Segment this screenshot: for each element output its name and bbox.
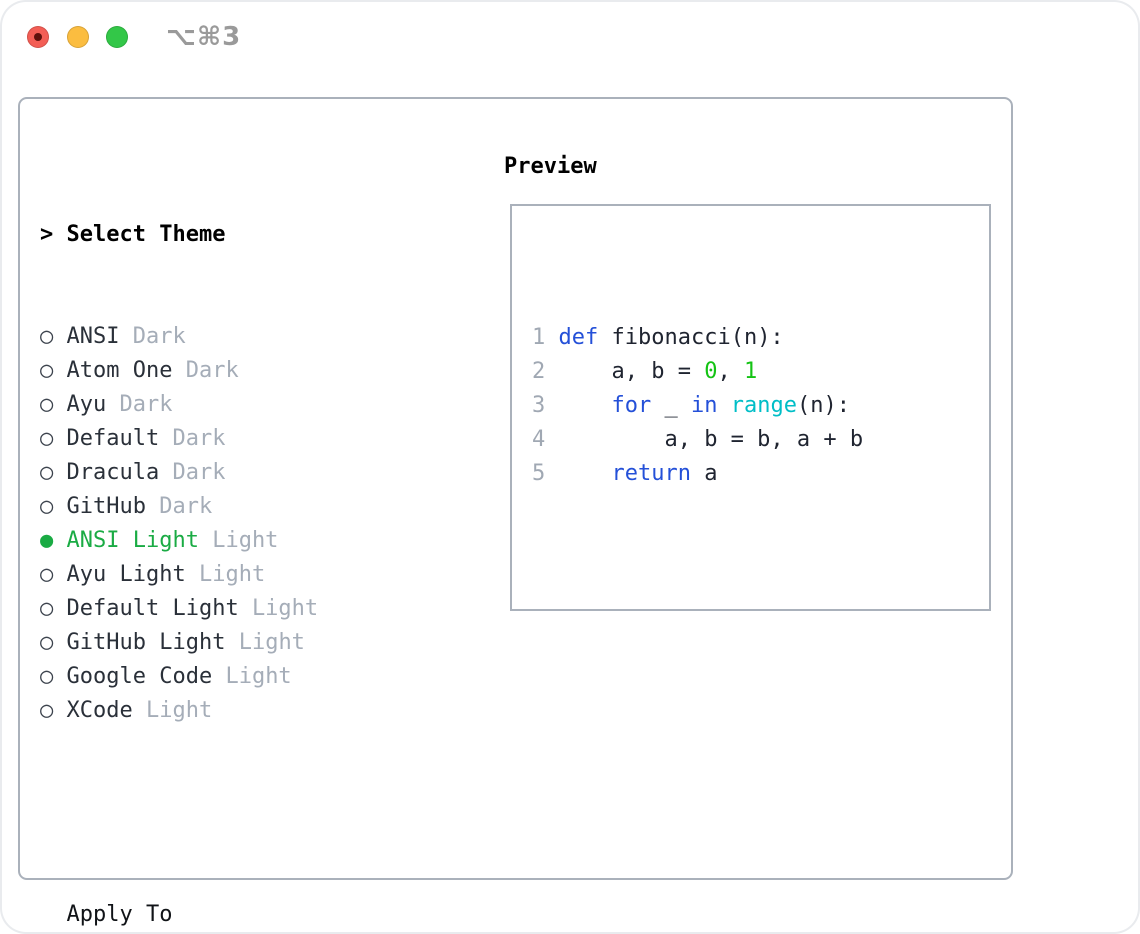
code-line: 2 a, b = 0, 1 (532, 355, 989, 389)
select-theme-title-label: Select Theme (66, 222, 226, 247)
theme-option-default[interactable]: ○ Default Dark (40, 422, 411, 456)
radio-unselected-icon: ○ (40, 596, 54, 621)
theme-variant: Dark (132, 324, 186, 349)
radio-unselected-icon: ○ (40, 698, 54, 723)
minimize-button[interactable] (67, 26, 89, 48)
code-token: (n): (796, 393, 850, 418)
close-dot-icon (34, 33, 42, 41)
theme-list: ○ ANSI Dark○ Atom One Dark○ Ayu Dark○ De… (40, 320, 411, 728)
theme-name: ANSI Light (66, 528, 199, 553)
theme-option-github-light[interactable]: ○ GitHub Light Light (40, 626, 411, 660)
line-number: 5 (532, 461, 546, 486)
code-token: def (558, 325, 599, 350)
spacer (40, 796, 411, 830)
theme-name: Default Light (66, 596, 239, 621)
code-token: 0 (704, 359, 718, 384)
code-token: , (717, 359, 744, 384)
select-theme-title: > Select Theme (40, 218, 411, 252)
radio-unselected-icon: ○ (40, 324, 54, 349)
code-line: 3 for _ in range(n): (532, 389, 989, 423)
theme-variant: Dark (172, 426, 226, 451)
theme-variant: Light (145, 698, 213, 723)
code-token: a (690, 461, 718, 486)
line-number: 4 (532, 427, 546, 452)
code-token: _ (651, 393, 691, 418)
theme-variant: Dark (119, 392, 173, 417)
theme-option-ayu-light[interactable]: ○ Ayu Light Light (40, 558, 411, 592)
theme-name: Ayu Light (66, 562, 186, 587)
radio-unselected-icon: ○ (40, 664, 54, 689)
theme-option-google-code[interactable]: ○ Google Code Light (40, 660, 411, 694)
code-token: range (730, 393, 797, 418)
zoom-button[interactable] (106, 26, 128, 48)
code-token: in (690, 393, 718, 418)
radio-unselected-icon: ○ (40, 392, 54, 417)
radio-unselected-icon: ○ (40, 630, 54, 655)
theme-name: Google Code (66, 664, 213, 689)
code-token: return (611, 461, 691, 486)
line-number: 1 (532, 325, 546, 350)
code-line: 4 a, b = b, a + b (532, 423, 989, 457)
code-token: a, b = (558, 359, 705, 384)
theme-option-default-light[interactable]: ○ Default Light Light (40, 592, 411, 626)
theme-option-atom-one[interactable]: ○ Atom One Dark (40, 354, 411, 388)
theme-variant: Light (238, 630, 305, 655)
spacer (532, 559, 989, 593)
theme-name: GitHub Light (66, 630, 226, 655)
code-token: a, b = b, a + b (558, 427, 864, 452)
code-token (717, 393, 730, 418)
code-line: 1 def fibonacci(n): (532, 321, 989, 355)
theme-option-ansi[interactable]: ○ ANSI Dark (40, 320, 411, 354)
radio-unselected-icon: ○ (40, 426, 54, 451)
theme-variant: Dark (185, 358, 239, 383)
radio-unselected-icon: ○ (40, 358, 54, 383)
cursor-prefix-icon: > (40, 222, 54, 247)
theme-option-xcode[interactable]: ○ XCode Light (40, 694, 411, 728)
theme-option-ayu[interactable]: ○ Ayu Dark (40, 388, 411, 422)
code-token (559, 461, 612, 486)
theme-name: Ayu (66, 392, 107, 417)
theme-selector: > Select Theme ○ ANSI Dark○ Atom One Dar… (40, 150, 411, 934)
radio-selected-icon: ● (40, 528, 54, 553)
radio-unselected-icon: ○ (40, 494, 54, 519)
theme-name: Dracula (66, 460, 160, 485)
line-number: 3 (532, 393, 546, 418)
theme-name: Default (66, 426, 160, 451)
code-token (559, 393, 612, 418)
window-shortcut-label: ⌥⌘3 (166, 22, 242, 52)
theme-option-dracula[interactable]: ○ Dracula Dark (40, 456, 411, 490)
code-token: for (611, 393, 652, 418)
theme-option-github[interactable]: ○ GitHub Dark (40, 490, 411, 524)
code-token: fibonacci(n): (598, 325, 784, 350)
theme-variant: Light (212, 528, 279, 553)
code-token: 1 (743, 359, 758, 384)
radio-unselected-icon: ○ (40, 562, 54, 587)
line-number: 2 (532, 359, 546, 384)
theme-name: ANSI (66, 324, 120, 349)
theme-name: Atom One (66, 358, 173, 383)
theme-variant: Light (251, 596, 319, 621)
apply-to-title: Apply To (66, 902, 173, 927)
theme-dialog: > Select Theme ○ ANSI Dark○ Atom One Dar… (18, 97, 1013, 927)
close-button[interactable] (27, 26, 49, 48)
theme-variant: Dark (172, 460, 226, 485)
radio-unselected-icon: ○ (40, 460, 54, 485)
preview-title: Preview (504, 154, 597, 179)
theme-variant: Light (198, 562, 266, 587)
code-line: 5 return a (532, 457, 989, 491)
theme-variant: Light (225, 664, 292, 689)
theme-option-ansi-light[interactable]: ● ANSI Light Light (40, 524, 411, 558)
theme-name: GitHub (66, 494, 146, 519)
theme-variant: Dark (159, 494, 213, 519)
theme-name: XCode (66, 698, 133, 723)
